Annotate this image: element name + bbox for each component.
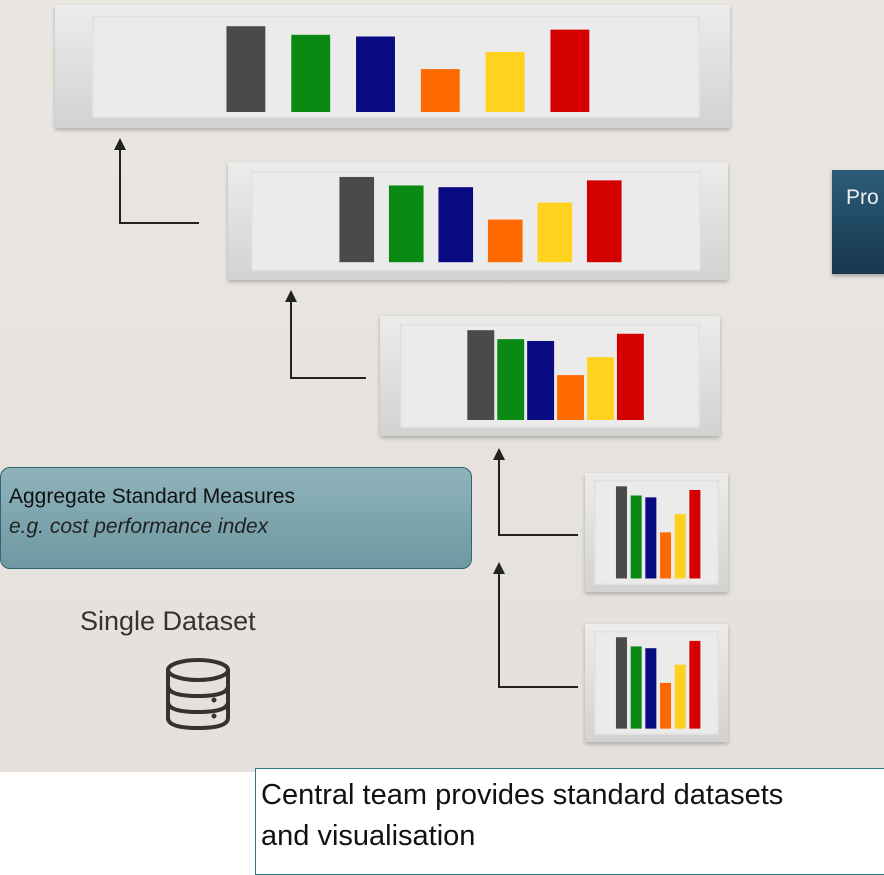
bar-5 [587, 357, 615, 421]
bar-4 [659, 532, 671, 579]
bar-1 [615, 486, 627, 579]
bar-2 [630, 646, 642, 729]
bar-4 [420, 69, 460, 113]
single-dataset-label: Single Dataset [80, 606, 256, 636]
bar-chart-level-1b [615, 637, 700, 729]
bar-2 [630, 495, 642, 579]
bar-6 [550, 29, 590, 113]
bar-3 [356, 36, 396, 113]
chart-panel-inner [593, 480, 720, 585]
chart-panel-level-1a [585, 473, 728, 592]
connector-level1b-to-level2 [498, 574, 578, 688]
bar-2 [291, 34, 331, 113]
central-team-box: Central team provides standard datasets … [255, 768, 884, 875]
connector-level2-to-level3 [290, 302, 366, 379]
side-label-box: Pro [832, 170, 884, 274]
aggregate-measures-title: Aggregate Standard Measures [9, 485, 296, 508]
bar-6 [586, 180, 622, 263]
aggregate-measures-box: Aggregate Standard Measures e.g. cost pe… [0, 467, 472, 569]
bar-1 [338, 177, 374, 263]
chart-panel-level-1b [585, 624, 728, 742]
bar-1 [615, 637, 627, 729]
chart-panel-inner [400, 324, 700, 428]
chart-panel-level-2 [380, 316, 720, 436]
chart-panel-inner [92, 16, 700, 119]
central-team-text: Central team provides standard datasets … [261, 779, 784, 852]
connector-level3-to-level4 [119, 150, 199, 224]
bar-6 [688, 490, 700, 579]
bar-1 [226, 26, 266, 113]
bar-3 [437, 187, 473, 263]
bar-2 [388, 185, 424, 263]
bar-chart-level-2 [467, 330, 645, 421]
aggregate-measures-example: e.g. cost performance index [9, 515, 269, 538]
bar-4 [557, 375, 585, 421]
arrowhead-up [285, 290, 297, 302]
bar-6 [617, 334, 645, 421]
bar-4 [487, 220, 523, 263]
chart-panel-level-3 [228, 162, 728, 280]
bar-5 [485, 52, 525, 113]
bar-6 [688, 640, 700, 729]
bar-chart-level-4 [226, 26, 590, 113]
bar-2 [497, 339, 525, 421]
arrowhead-up [493, 562, 505, 574]
connector-level1a-to-level2 [498, 460, 578, 536]
bar-3 [644, 648, 656, 729]
chart-panel-inner [593, 631, 720, 735]
bar-1 [467, 330, 495, 421]
bar-chart-level-3 [338, 177, 622, 263]
bar-4 [659, 683, 671, 729]
arrowhead-up [114, 138, 126, 150]
database-icon [166, 658, 230, 731]
bar-5 [674, 514, 686, 579]
chart-panel-level-4 [55, 5, 730, 128]
bar-3 [527, 341, 555, 421]
chart-panel-inner [250, 171, 701, 271]
bar-chart-level-1a [615, 486, 700, 579]
bar-5 [674, 664, 686, 729]
arrowhead-up [493, 448, 505, 460]
bar-3 [644, 497, 656, 579]
bar-5 [536, 202, 572, 263]
side-label-text: Pro [846, 186, 879, 209]
